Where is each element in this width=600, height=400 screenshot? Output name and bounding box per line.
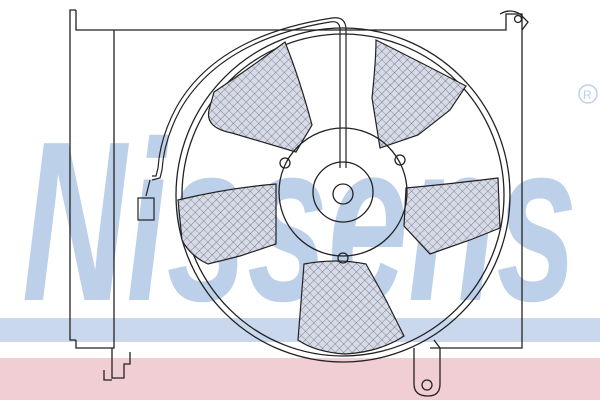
hub-outer <box>312 161 374 223</box>
wire-connector <box>137 197 155 221</box>
fan-ring-inner <box>181 33 505 357</box>
fan-ring-outer <box>175 27 511 363</box>
mount-bracket-bottom-left <box>111 348 131 379</box>
fan-hub <box>278 127 408 264</box>
hub-bolt-bottom <box>337 252 349 264</box>
mount-lug-bottom-right <box>413 339 441 397</box>
fan-blade-upper-left <box>207 41 313 153</box>
background-band-pink <box>0 358 600 400</box>
fan-blade-left <box>177 183 277 265</box>
hub-center <box>332 183 354 205</box>
registered-mark: R <box>583 88 592 102</box>
fan-blades <box>177 39 501 355</box>
registered-mark-circle <box>578 84 598 104</box>
shroud-frame <box>75 10 523 349</box>
wiring-harness <box>137 17 347 221</box>
fan-blade-bottom <box>297 260 405 355</box>
fan-blade-right <box>403 177 501 255</box>
fan-blade-upper-right <box>371 39 467 149</box>
motor-housing <box>278 127 408 257</box>
mount-ear-top-right <box>499 10 529 31</box>
hub-bolt-left <box>279 157 291 169</box>
hub-bolt-right <box>394 154 406 166</box>
